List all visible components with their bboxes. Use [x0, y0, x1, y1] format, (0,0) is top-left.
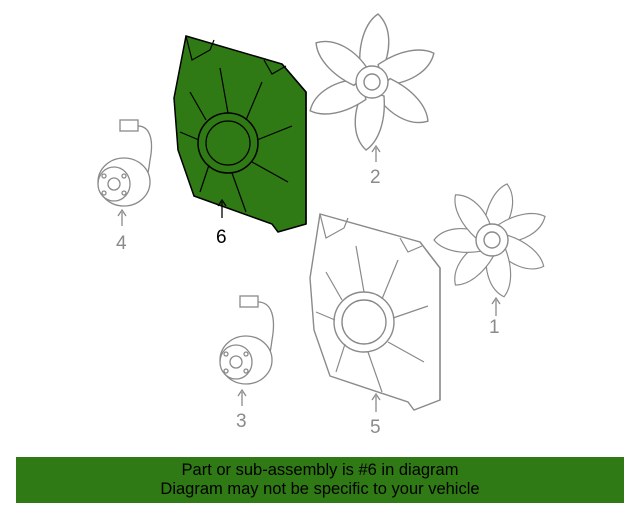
callout-6: 6	[216, 227, 227, 248]
fan-blade-part-2[interactable]	[304, 13, 440, 151]
callout-5: 5	[370, 417, 381, 438]
info-banner: Part or sub-assembly is #6 in diagram Di…	[16, 457, 624, 503]
callout-4: 4	[116, 233, 127, 254]
arrow-3	[237, 388, 247, 406]
shroud-part-5[interactable]	[309, 213, 441, 411]
banner-line-2: Diagram may not be specific to your vehi…	[160, 480, 480, 498]
arrow-4	[117, 208, 127, 226]
fan-blade-part-1[interactable]	[432, 180, 551, 301]
fan-motor-part-3[interactable]	[219, 295, 275, 385]
shroud-part-6[interactable]	[173, 35, 307, 233]
callout-2: 2	[370, 167, 381, 188]
arrow-5	[371, 392, 381, 412]
banner-line-1: Part or sub-assembly is #6 in diagram	[181, 461, 459, 479]
callout-1: 1	[489, 317, 500, 338]
fan-motor-part-4[interactable]	[97, 119, 153, 207]
arrow-1	[491, 296, 501, 316]
parts-diagram	[97, 13, 551, 412]
arrow-6	[217, 198, 227, 218]
arrow-2	[371, 144, 381, 162]
callout-3: 3	[236, 411, 247, 432]
